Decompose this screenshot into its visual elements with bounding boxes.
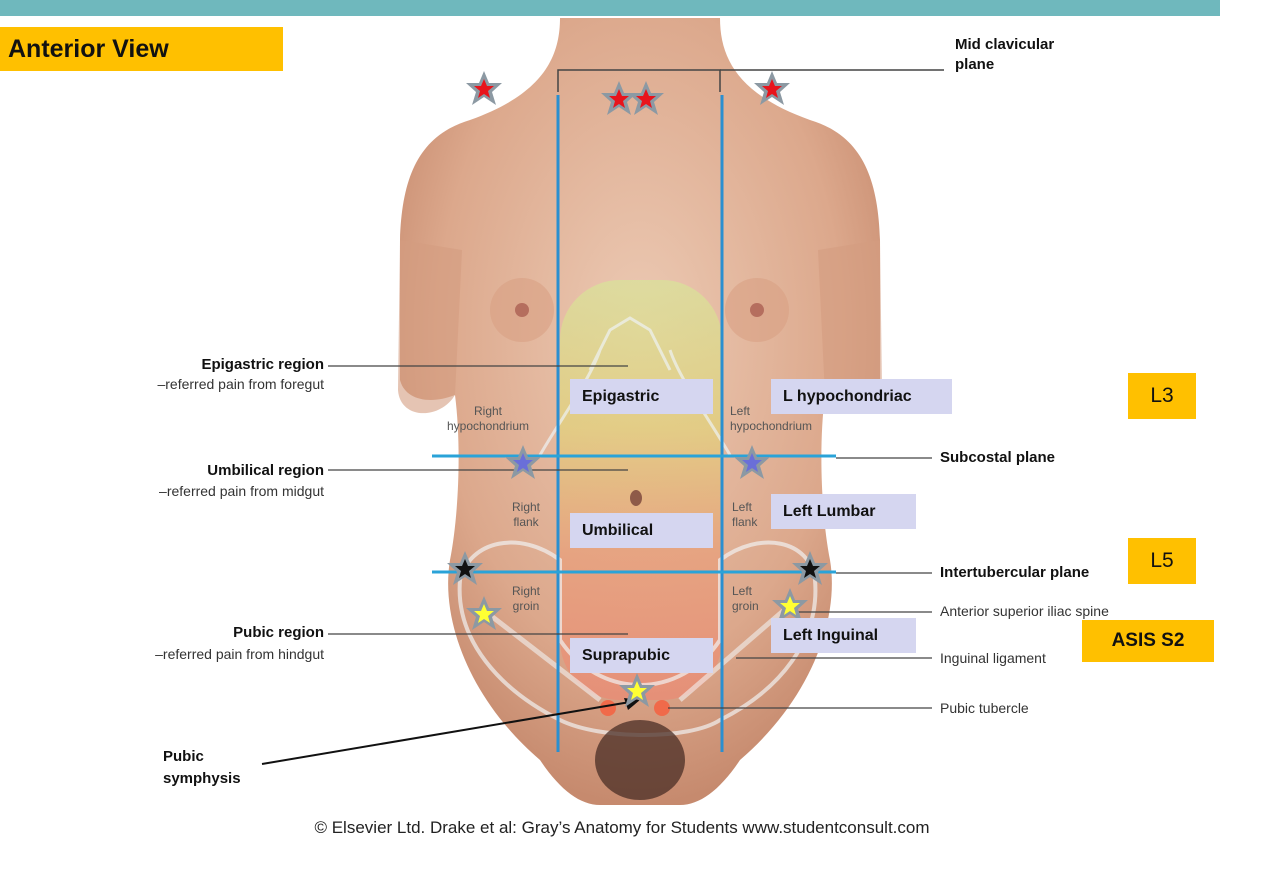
red-star-right-clavicle [466, 71, 502, 105]
level-l5-box: L5 [1128, 538, 1196, 584]
yellow-star-pubic-symphysis [619, 673, 655, 707]
right-arm [398, 240, 462, 414]
pubic-region-sub: –referred pain from hindgut [155, 646, 324, 662]
midclavicular-bracket [557, 69, 721, 92]
asis-s2-box: ASIS S2 [1082, 620, 1214, 662]
epigastric-region-sub: –referred pain from foregut [157, 376, 324, 392]
copyright-caption: © Elsevier Ltd. Drake et al: Gray’s Anat… [314, 818, 930, 837]
blue-star-left-subcostal [734, 445, 770, 479]
umbilical-box: Umbilical [570, 513, 713, 548]
left-lumbar-box: Left Lumbar [771, 494, 916, 529]
inguinal-ligament-label: Inguinal ligament [940, 650, 1046, 666]
top-banner [0, 0, 1220, 16]
epigastric-box: Epigastric [570, 379, 713, 414]
blue-star-right-subcostal [505, 445, 541, 479]
left-nipple [750, 303, 764, 317]
red-star-left-clavicle [754, 71, 790, 105]
subcostal-plane-label: Subcostal plane [940, 449, 1056, 466]
pubic-region-label: Pubic region [233, 624, 324, 641]
pubic-hair [595, 720, 685, 800]
pubic-symphysis-arrow [261, 701, 631, 765]
yellow-star-left-asis [772, 588, 808, 622]
epigastric-region-label: Epigastric region [201, 356, 324, 373]
yellow-star-right-asis [466, 596, 502, 630]
umbilical-region-label: Umbilical region [207, 462, 324, 479]
right-nipple [515, 303, 529, 317]
black-star-right-tubercle [447, 551, 483, 585]
referred-pain-zone [560, 280, 722, 700]
level-l3-box: L3 [1128, 373, 1196, 419]
pubic-tubercle-left [654, 700, 670, 716]
umbilical-region-sub: –referred pain from midgut [159, 483, 324, 499]
red-star-sternal-2 [628, 81, 664, 115]
left-inguinal-box: Left Inguinal [771, 618, 916, 653]
pubic-tubercle-right [600, 700, 616, 716]
suprapubic-box: Suprapubic [570, 638, 713, 673]
pubic-tubercle-label: Pubic tubercle [940, 700, 1029, 716]
left-arm [818, 240, 882, 414]
l-hypochondriac-box: L hypochondriac [771, 379, 952, 414]
intertubercular-plane-label: Intertubercular plane [940, 564, 1090, 581]
asis-label: Anterior superior iliac spine [940, 603, 1109, 619]
star-markers [447, 71, 828, 707]
title-anterior-view: Anterior View [0, 27, 283, 71]
red-star-sternal-1 [601, 81, 637, 115]
navel [630, 490, 642, 506]
black-star-left-tubercle [792, 551, 828, 585]
